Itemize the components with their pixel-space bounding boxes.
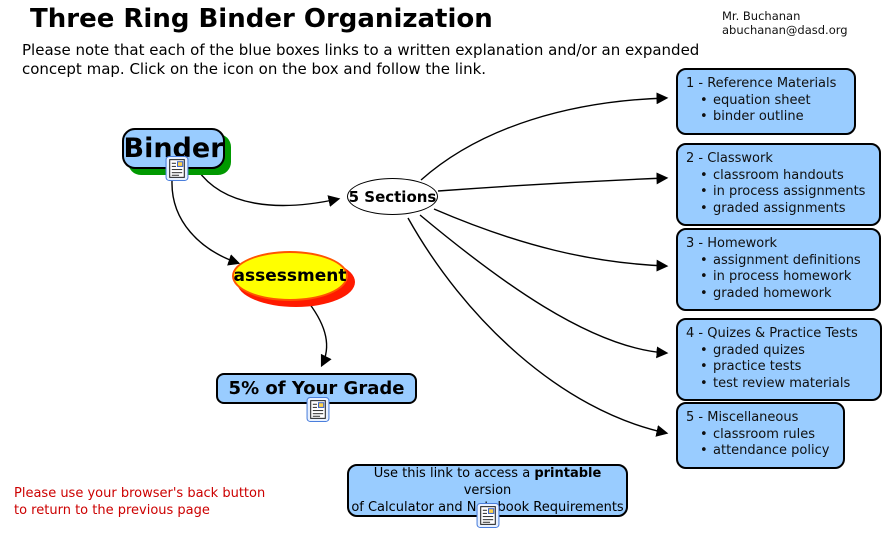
section-item: classroom handouts	[713, 168, 871, 185]
author-name: Mr. Buchanan	[722, 9, 801, 23]
back-button-note-line2: to return to the previous page	[14, 503, 210, 518]
section-box-5: 5 - Miscellaneous classroom rules attend…	[676, 402, 845, 469]
section-box-3: 3 - Homework assignment definitions in p…	[676, 228, 881, 311]
section-box-title: 3 - Homework	[686, 236, 778, 251]
arrow-binder-to-sections	[196, 168, 341, 207]
section-item: graded assignments	[713, 201, 871, 218]
section-item: in process homework	[713, 269, 871, 286]
section-box-title: 4 - Quizes & Practice Tests	[686, 326, 858, 341]
back-button-note-line1: Please use your browser's back button	[14, 486, 266, 501]
document-link-icon[interactable]	[165, 156, 189, 181]
arrow-sections-to-box3	[433, 208, 669, 272]
arrow-sections-to-box2	[437, 172, 669, 192]
section-box-2: 2 - Classwork classroom handouts in proc…	[676, 143, 881, 226]
section-item: practice tests	[713, 359, 872, 376]
section-item: equation sheet	[713, 93, 846, 110]
intro-note-line1: Please note that each of the blue boxes …	[22, 41, 700, 59]
author-email: abuchanan@dasd.org	[722, 23, 848, 37]
sections-hub-label: 5 Sections	[348, 187, 437, 206]
intro-note: Please note that each of the blue boxes …	[22, 41, 699, 79]
section-item: attendance policy	[713, 443, 835, 460]
author-block: Mr. Buchanan abuchanan@dasd.org	[722, 9, 848, 37]
intro-note-line2: concept map. Click on the icon on the bo…	[22, 60, 487, 78]
document-link-icon[interactable]	[306, 397, 330, 422]
arrow-binder-to-assessment	[171, 180, 241, 266]
arrow-sections-to-box1	[420, 92, 669, 181]
section-item: test review materials	[713, 376, 872, 393]
section-box-4: 4 - Quizes & Practice Tests graded quize…	[676, 318, 882, 401]
sections-hub-node: 5 Sections	[347, 178, 438, 215]
section-box-1: 1 - Reference Materials equation sheet b…	[676, 68, 856, 135]
section-item: assignment definitions	[713, 253, 871, 270]
assessment-label: assessment	[233, 266, 347, 286]
page-title: Three Ring Binder Organization	[30, 4, 493, 34]
section-item: graded homework	[713, 286, 871, 303]
arrow-sections-to-box4	[419, 214, 669, 359]
grade-label: 5% of Your Grade	[228, 378, 405, 399]
back-button-note: Please use your browser's back button to…	[14, 485, 265, 519]
section-item: in process assignments	[713, 184, 871, 201]
section-box-title: 2 - Classwork	[686, 151, 773, 166]
printable-bold-word: printable	[534, 466, 602, 481]
section-item: binder outline	[713, 109, 846, 126]
printable-text: version	[463, 483, 512, 498]
section-box-title: 5 - Miscellaneous	[686, 410, 799, 425]
arrow-sections-to-box5	[407, 217, 669, 437]
arrow-assessment-to-grade	[308, 302, 332, 368]
section-box-title: 1 - Reference Materials	[686, 76, 837, 91]
section-item: classroom rules	[713, 427, 835, 444]
assessment-node: assessment	[232, 251, 348, 301]
printable-text: Use this link to access a	[373, 466, 535, 481]
section-item: graded quizes	[713, 343, 872, 360]
printable-line1: Use this link to access a printable vers…	[349, 465, 626, 499]
document-link-icon[interactable]	[476, 503, 500, 528]
